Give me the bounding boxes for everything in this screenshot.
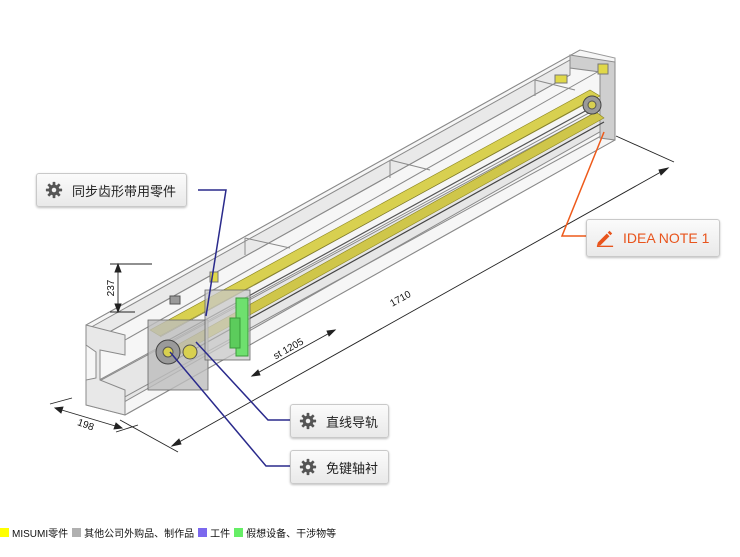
legend-item-workpiece: 工件 <box>198 525 230 540</box>
callout-timing-belt-label: 同步齿形带用零件 <box>72 183 177 199</box>
gear-icon <box>299 412 317 430</box>
legend-item-virtual-equipment: 假想设备、干涉物等 <box>234 525 336 540</box>
callout-timing-belt-parts[interactable]: 同步齿形带用零件 <box>36 173 188 207</box>
legend-label: 工件 <box>210 528 231 540</box>
driven-end-pulley <box>554 63 609 115</box>
legend-swatch-gray <box>72 527 82 537</box>
callout-linear-guide-label: 直线导轨 <box>326 414 379 430</box>
idea-note-button[interactable]: IDEA NOTE 1 <box>586 219 721 257</box>
legend-label: MISUMI零件 <box>12 528 69 540</box>
dim-height-label: 237 <box>106 279 117 296</box>
dim-width-label: 198 <box>76 417 96 433</box>
legend-swatch-purple <box>198 527 208 537</box>
idea-note-label: IDEA NOTE 1 <box>623 230 710 246</box>
gear-icon <box>299 458 317 476</box>
callout-keyless-bushing-label: 免键轴衬 <box>326 460 379 476</box>
dimension-lines <box>49 135 675 453</box>
legend-swatch-yellow <box>0 527 9 537</box>
pencil-icon <box>596 230 614 247</box>
callout-keyless-bushing[interactable]: 免键轴衬 <box>290 450 390 484</box>
legend-swatch-green <box>234 527 244 537</box>
drive-end-mechanism <box>147 271 251 391</box>
dim-length-label: 1710 <box>388 289 413 310</box>
legend-item-other-parts: 其他公司外购品、制作品 <box>72 525 194 540</box>
legend-label: 假想设备、干涉物等 <box>246 528 337 540</box>
legend-label: 其他公司外购品、制作品 <box>84 528 195 540</box>
leader-lines <box>169 131 605 467</box>
legend-item-misumi: MISUMI零件 <box>0 525 68 540</box>
color-legend: MISUMI零件 其他公司外购品、制作品 工件 假想设备、干涉物等 <box>0 524 340 540</box>
gear-icon <box>45 181 63 199</box>
callout-linear-guide[interactable]: 直线导轨 <box>290 404 390 438</box>
